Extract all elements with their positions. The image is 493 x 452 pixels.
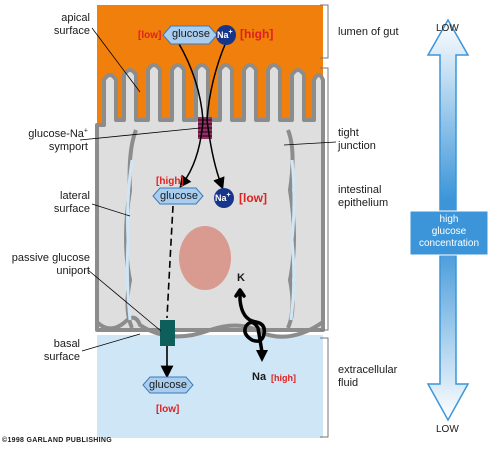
label-uniport-line1: passive glucose — [11, 252, 90, 264]
label-basal-line1: basal — [53, 338, 80, 350]
gradient-center-line1: high — [439, 214, 459, 225]
bottom-glucose-text: glucose — [149, 379, 187, 391]
cell-sodium-text: Na+ — [215, 192, 231, 205]
lateral-space-left — [125, 159, 134, 321]
bracket-lumen — [320, 4, 329, 59]
label-symport: glucose-Na+ symport — [4, 127, 88, 154]
cell-glucose-conc: [high] — [156, 176, 184, 187]
pump-na-label: Na — [252, 371, 267, 383]
leader-tight-junction — [283, 141, 337, 146]
label-basal-line2: surface — [43, 351, 80, 363]
glucose-uniport — [160, 320, 175, 346]
top-sodium-charge: + — [228, 29, 233, 36]
cell-body — [95, 63, 325, 332]
cell-sodium-symbol: Na — [215, 193, 227, 203]
label-lateral-line1: lateral — [60, 190, 90, 202]
leader-apical — [91, 27, 141, 93]
gradient-center-label: high glucose concentration — [410, 214, 488, 250]
nucleus — [179, 226, 231, 290]
cell-glucose-text: glucose — [160, 190, 198, 202]
sodium-cell-circle — [214, 188, 234, 208]
sodium-top-circle — [216, 25, 236, 45]
label-tight-line1: tight — [338, 127, 359, 139]
label-intestinal-line1: intestinal — [338, 184, 382, 196]
top-sodium-text: Na+ — [217, 29, 233, 42]
leader-uniport — [87, 269, 162, 332]
label-lumen-of-gut: lumen of gut — [338, 26, 399, 38]
label-symport-sup: + — [83, 127, 88, 135]
label-apical-surface: apical surface — [4, 12, 90, 38]
leader-symport — [79, 127, 201, 141]
gradient-center-line2: glucose — [431, 226, 467, 237]
cell-sodium-conc: [low] — [239, 191, 267, 205]
copyright-text: ©1998 GARLAND PUBLISHING — [2, 437, 112, 444]
gradient-center-box — [409, 210, 489, 256]
glucose-diffusion-path — [166, 205, 174, 319]
cell-sodium-charge: + — [226, 192, 231, 199]
label-intestinal-line2: epithelium — [338, 197, 389, 209]
na-k-pump-squiggle — [234, 288, 267, 354]
basal-membrane — [95, 315, 325, 339]
label-extracellular-fluid: extracellular fluid — [338, 364, 397, 390]
label-symport-line2: symport — [48, 141, 88, 153]
glucose-path-in — [177, 41, 204, 188]
label-extracellular-line1: extracellular — [338, 364, 398, 376]
lateral-space-right — [289, 159, 296, 321]
label-passive-uniport: passive glucose uniport — [0, 252, 90, 278]
sodium-path-in — [206, 41, 227, 190]
top-glucose-conc: [low] — [138, 30, 162, 41]
bracket-epithelium — [320, 67, 329, 331]
label-uniport-line2: uniport — [56, 265, 90, 277]
label-extracellular-line2: fluid — [338, 377, 359, 389]
label-symport-text: glucose-Na — [28, 128, 84, 140]
glucose-bottom-hexagon — [142, 376, 194, 394]
na-arrowhead — [256, 350, 268, 362]
top-glucose-text: glucose — [172, 28, 210, 40]
label-basal-surface: basal surface — [4, 338, 80, 364]
label-intestinal-epithelium: intestinal epithelium — [338, 184, 388, 210]
label-lateral-surface: lateral surface — [4, 190, 90, 216]
top-sodium-symbol: Na — [217, 30, 229, 40]
gradient-top-label: LOW — [436, 23, 459, 34]
leader-lateral — [91, 203, 131, 217]
top-sodium-conc: [high] — [240, 27, 274, 41]
gradient-bottom-label: LOW — [436, 424, 459, 435]
label-lateral-line2: surface — [53, 203, 90, 215]
extracellular-region — [97, 335, 323, 438]
bottom-glucose-conc: [low] — [156, 404, 180, 415]
glucose-cell-hexagon — [152, 187, 204, 205]
pump-na-conc: [high] — [271, 373, 296, 383]
bracket-extracellular — [320, 337, 329, 438]
pump-k-label: K — [237, 272, 245, 284]
leader-basal — [81, 333, 141, 352]
gradient-center-line3: concentration — [418, 238, 480, 249]
label-symport-line1: glucose-Na+ — [4, 127, 88, 141]
label-apical-line2: surface — [53, 25, 90, 37]
label-tight-junction: tight junction — [338, 127, 376, 153]
label-apical-line1: apical — [61, 12, 90, 24]
label-tight-line2: junction — [338, 140, 376, 152]
